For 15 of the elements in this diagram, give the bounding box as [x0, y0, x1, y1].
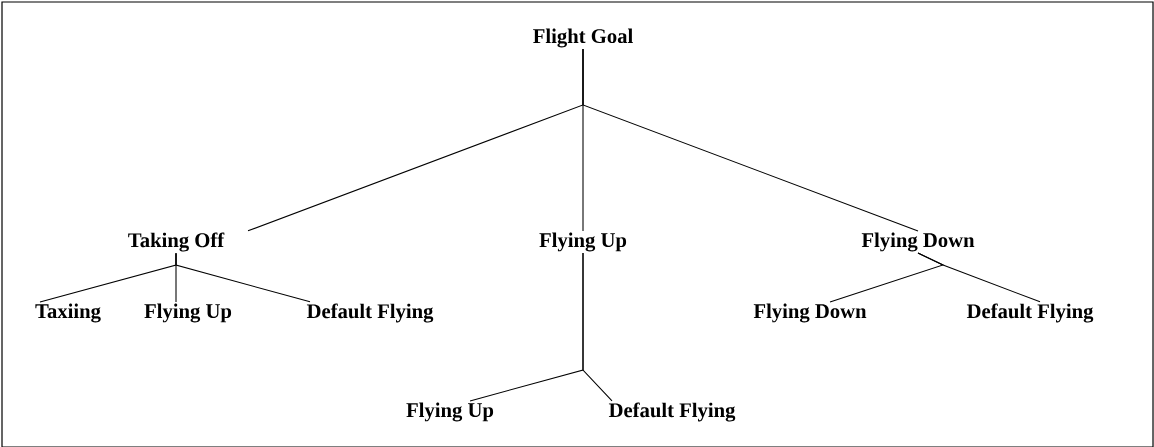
- node-label: Flight Goal: [533, 28, 633, 48]
- node-label: Taking Off: [128, 232, 225, 252]
- node-label: Default Flying: [608, 402, 736, 422]
- node-label: Flying Up: [406, 402, 494, 422]
- node-label: Flying Up: [144, 303, 232, 323]
- node-label: Flying Down: [861, 232, 975, 252]
- node-label: Taxiing: [35, 303, 101, 323]
- tree-line: [582, 48, 919, 232]
- node-label: Default Flying: [306, 303, 434, 323]
- node-label: Default Flying: [966, 303, 1094, 323]
- node-label: Flying Down: [753, 303, 867, 323]
- tree-line: [175, 252, 311, 303]
- tree-line: [582, 252, 613, 402]
- node-label: Flying Up: [539, 232, 627, 252]
- tree-line: [917, 252, 1041, 303]
